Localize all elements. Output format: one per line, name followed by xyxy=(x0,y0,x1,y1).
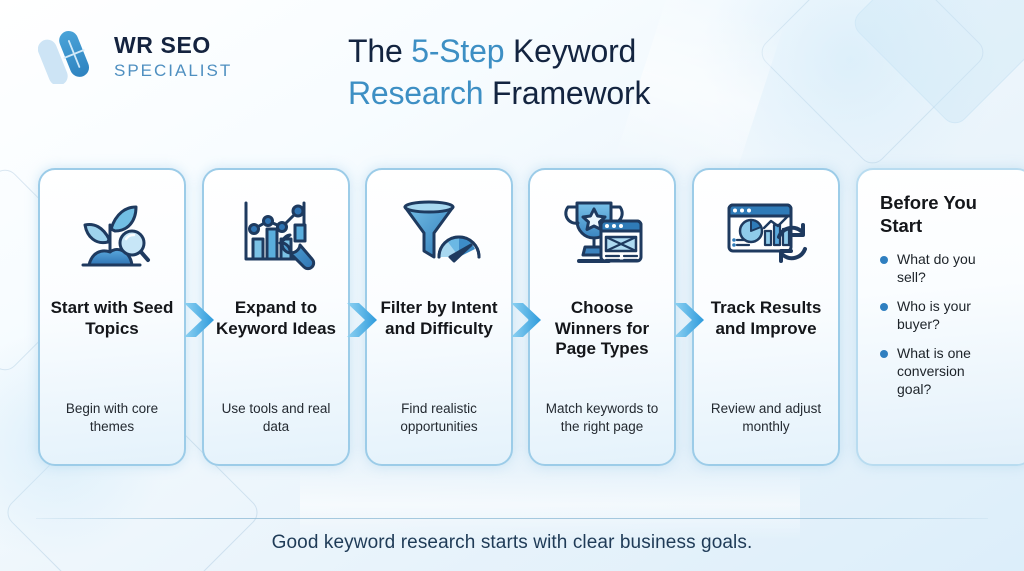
step-2-icon-wrap xyxy=(204,192,348,278)
side-panel-title: Before You Start xyxy=(880,192,977,236)
step-connector-arrow-2 xyxy=(345,300,379,340)
chevron-right-arrow-icon xyxy=(184,303,214,337)
bar-chart-wrench-icon xyxy=(244,201,316,271)
chevron-right-arrow-icon xyxy=(674,303,704,337)
step-1-description: Begin with core themes xyxy=(65,401,159,435)
step-card-1[interactable]: Start with Seed Topics Begin with core t… xyxy=(38,168,186,466)
seedling-magnifier-icon xyxy=(81,205,150,267)
step-3-title: Filter by Intent and Difficulty xyxy=(380,298,498,338)
checklist-item: Who is your buyer? xyxy=(880,298,1000,334)
checklist-item-label: Who is your buyer? xyxy=(897,297,971,332)
wr-capsule-logo-icon xyxy=(38,30,90,84)
title-segment-3: Framework xyxy=(483,75,651,112)
step-2-description: Use tools and real data xyxy=(221,401,331,435)
brand-logo[interactable]: WR SEO SPECIALIST xyxy=(38,28,232,84)
title-segment-1: The xyxy=(348,33,412,69)
background-light-streak xyxy=(300,470,800,540)
step-2-title: Expand to Keyword Ideas xyxy=(216,298,336,338)
step-4-title: Choose Winners for Page Types xyxy=(554,298,650,359)
title-accent-5-step: 5-Step xyxy=(411,33,505,69)
checklist-item: What is one conversion goal? xyxy=(880,345,1000,399)
checklist-item-label: What do you sell? xyxy=(897,251,976,286)
brand-tagline: SPECIALIST xyxy=(114,60,233,80)
before-you-start-panel[interactable]: Before You Start What do you sell? Who i… xyxy=(856,168,1024,466)
bullet-dot-icon xyxy=(880,349,888,358)
step-5-title: Track Results and Improve xyxy=(710,298,822,338)
chevron-right-arrow-icon xyxy=(511,303,541,337)
step-card-4[interactable]: Choose Winners for Page Types Match keyw… xyxy=(528,168,676,466)
chevron-right-arrow-icon xyxy=(347,303,377,337)
step-connector-arrow-3 xyxy=(509,300,543,340)
step-1-icon-wrap xyxy=(40,192,184,278)
funnel-gauge-icon xyxy=(403,200,481,263)
checklist-item: What do you sell? xyxy=(880,251,1000,287)
brand-name: WR SEO xyxy=(114,31,211,58)
step-3-description: Find realistic opportunities xyxy=(400,401,478,435)
checklist-item-label: What is one conversion goal? xyxy=(897,344,971,397)
step-card-2[interactable]: Expand to Keyword Ideas Use tools and re… xyxy=(202,168,350,466)
step-1-title: Start with Seed Topics xyxy=(50,298,174,338)
checklist: What do you sell? Who is your buyer? Wha… xyxy=(880,251,1018,398)
bullet-dot-icon xyxy=(880,302,888,311)
step-5-description: Review and adjust monthly xyxy=(710,401,822,435)
step-3-icon-wrap xyxy=(367,192,511,278)
bullet-dot-icon xyxy=(880,256,888,265)
steps-row: Start with Seed Topics Begin with core t… xyxy=(0,168,1024,468)
step-5-icon-wrap xyxy=(694,192,838,278)
dashboard-refresh-icon xyxy=(727,203,807,263)
footer-tagline: Good keyword research starts with clear … xyxy=(271,532,753,553)
footer-divider xyxy=(36,518,988,519)
step-card-3[interactable]: Filter by Intent and Difficulty Find rea… xyxy=(365,168,513,466)
step-card-5[interactable]: Track Results and Improve Review and adj… xyxy=(692,168,840,466)
title-accent-research: Research xyxy=(348,75,484,112)
step-connector-arrow-1 xyxy=(182,300,216,340)
step-connector-arrow-4 xyxy=(672,300,706,340)
step-4-icon-wrap xyxy=(530,192,674,278)
trophy-browser-icon xyxy=(564,201,643,263)
step-4-description: Match keywords to the right page xyxy=(545,401,659,435)
brand-text: WR SEO SPECIALIST xyxy=(114,31,233,80)
title-segment-2: Keyword xyxy=(504,33,637,69)
